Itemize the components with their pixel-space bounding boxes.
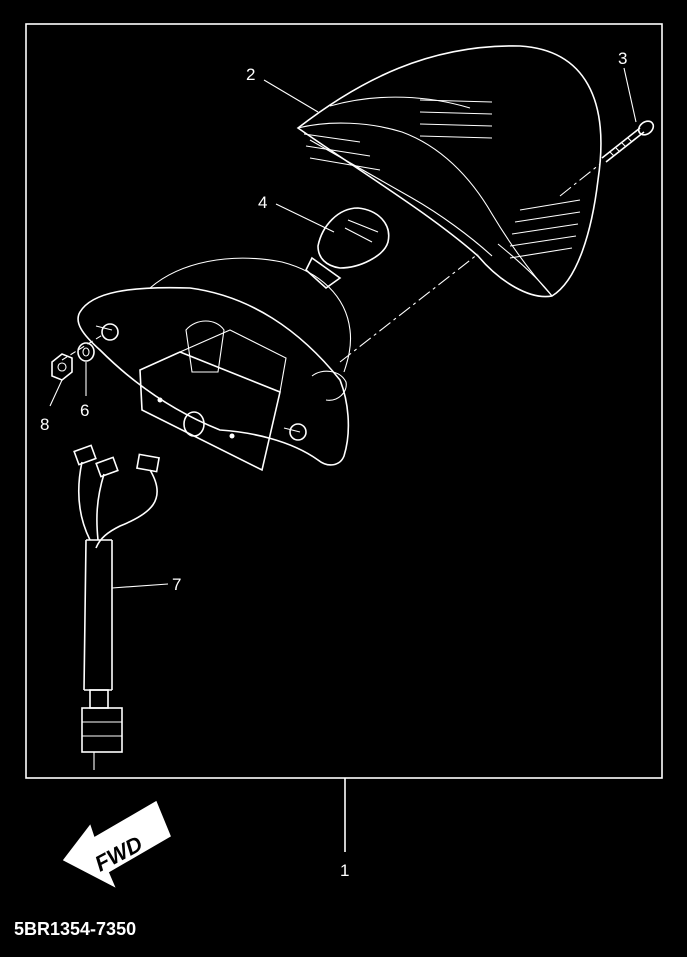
lens-part (296, 45, 602, 298)
nut-leader (49, 379, 63, 407)
lens-leader (263, 79, 319, 113)
housing-part (77, 257, 352, 472)
screw-leader (623, 67, 637, 123)
callout-washer: 6 (80, 401, 89, 420)
lens-axis-line (339, 253, 479, 363)
nut-axis-line (61, 333, 105, 361)
part-code: 5BR1354-7350 (14, 919, 136, 939)
washer-part (77, 342, 95, 362)
nut-part (51, 353, 73, 381)
fwd-arrow-icon: FWD (62, 800, 171, 888)
callout-lens: 2 (246, 65, 255, 84)
screw-part (601, 120, 655, 163)
callout-bulb: 4 (258, 193, 267, 212)
assembly-frame (25, 23, 663, 779)
harness-leader (111, 583, 169, 589)
callout-screw: 3 (618, 49, 627, 68)
callout-nut: 8 (40, 415, 49, 434)
wire-harness-part (73, 444, 160, 770)
callout-assembly: 1 (340, 861, 349, 880)
callout-harness: 7 (172, 575, 181, 594)
bulb-leader (275, 203, 335, 233)
bulb-part (305, 207, 390, 290)
screw-axis-line (559, 163, 601, 197)
